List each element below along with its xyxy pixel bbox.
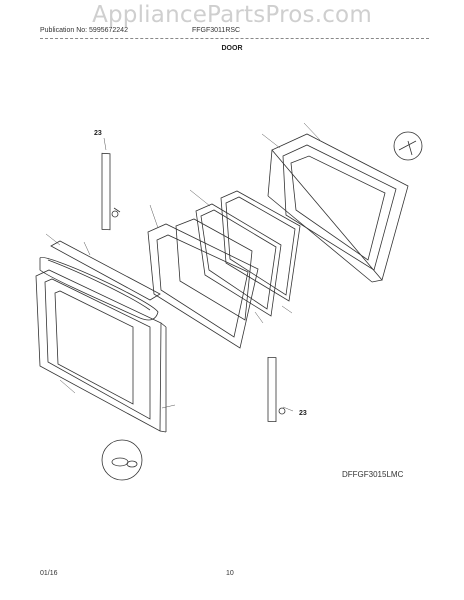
diagram-id: DFFGF3015LMC <box>342 470 404 479</box>
inner-glass <box>220 190 301 302</box>
screw-detail <box>393 131 423 161</box>
callout-hinge-top: 23 <box>94 130 102 137</box>
watermark: AppliancePartsPros.com <box>92 2 372 28</box>
page-number: 10 <box>226 570 234 577</box>
model-number: FFGF3011RSC <box>192 27 241 34</box>
door-handle <box>39 257 159 321</box>
callout-hinge-bottom: 23 <box>299 410 307 417</box>
outer-door <box>35 269 167 433</box>
hinge-top <box>101 152 121 231</box>
bumper-detail <box>101 439 143 481</box>
header-divider <box>40 38 429 39</box>
publication-number: Publication No: 5995672242 <box>40 27 128 34</box>
footer-date: 01/16 <box>40 570 58 577</box>
glass-pack <box>175 218 253 321</box>
hinge-bottom <box>267 356 286 423</box>
leader-lines <box>45 122 321 412</box>
inner-door-panel <box>267 133 409 283</box>
vent-trim <box>50 240 161 301</box>
middle-glass <box>195 203 282 317</box>
door-liner <box>147 223 259 349</box>
section-title: DOOR <box>221 45 243 52</box>
